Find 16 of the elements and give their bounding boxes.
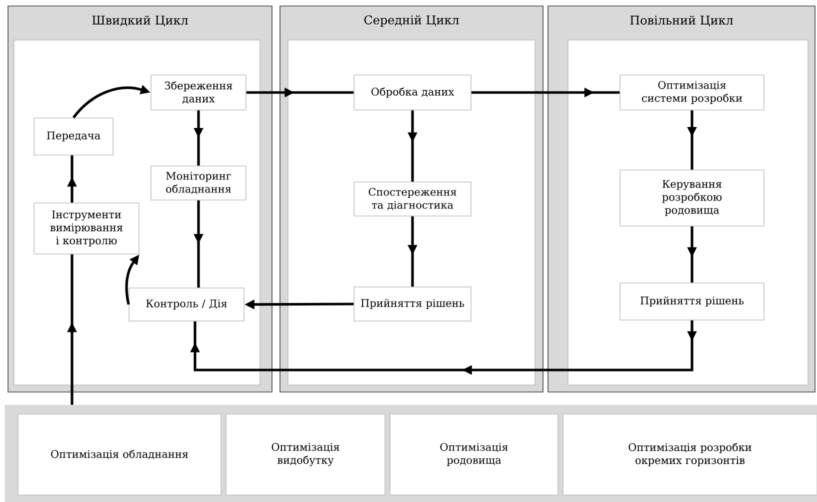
process-box: Оптимізація родовища <box>390 414 558 496</box>
process-box: Обробка даних <box>354 74 472 110</box>
process-box: Збереження даних <box>150 74 246 110</box>
process-box: Оптимізація обладнання <box>18 414 222 496</box>
process-box: Оптимізація розробки окремих горизонтів <box>562 414 817 496</box>
process-box: Спостереження та діагностика <box>354 182 472 216</box>
process-box: Прийняття рішень <box>620 282 764 320</box>
process-box: Контроль / Дія <box>128 288 244 322</box>
process-box: Керування розробкою родовища <box>620 170 764 226</box>
process-box: Прийняття рішень <box>354 286 472 322</box>
process-box: Оптимізація видобутку <box>226 414 386 496</box>
process-box: Передача <box>34 118 114 156</box>
process-box: Оптимізація системи розробки <box>620 74 764 110</box>
arrow <box>190 320 697 375</box>
process-box: Моніторинг обладнання <box>150 166 246 200</box>
process-box: Інструменти вимірювання і контролю <box>34 202 140 254</box>
